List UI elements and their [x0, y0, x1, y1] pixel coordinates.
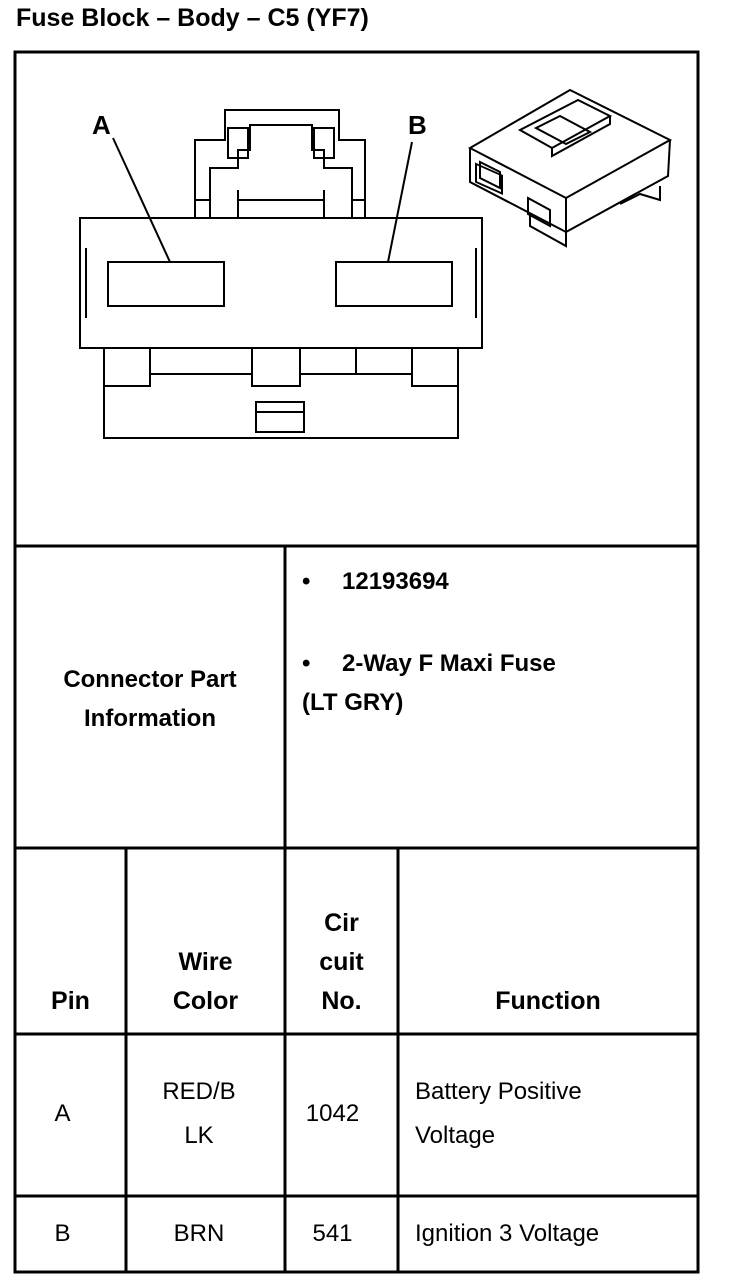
header-wire-color-line1: Wire	[178, 948, 233, 976]
leader-line-a	[112, 137, 171, 263]
header-circuit-line2: cuit	[319, 948, 364, 976]
row-a-circuit: 1042	[305, 1100, 360, 1127]
description-item: • 2-Way F Maxi Fuse (LT GRY)	[302, 644, 556, 722]
bullet-icon: •	[302, 650, 311, 677]
row-b-function: Ignition 3 Voltage	[415, 1220, 600, 1247]
row-a-function-line2: Voltage	[415, 1122, 496, 1149]
connector-info-label: Connector Part Information	[15, 660, 285, 738]
connector-base	[103, 347, 459, 439]
connector-isometric	[467, 88, 673, 248]
cavity-b	[335, 261, 453, 307]
description-line2: (LT GRY)	[302, 689, 404, 716]
row-a-wire-color-line2: LK	[184, 1122, 214, 1149]
header-function: Function	[495, 987, 601, 1015]
page-title: Fuse Block – Body – C5 (YF7)	[16, 4, 369, 32]
header-circuit: Cir cuit No.	[285, 904, 398, 1021]
description-line1: 2-Way F Maxi Fuse	[342, 650, 556, 677]
row-a-function: Battery Positive Voltage	[415, 1070, 695, 1158]
part-number-item: • 12193694	[302, 568, 449, 596]
row-b-pin: B	[54, 1220, 71, 1247]
row-a-wire-color-line1: RED/B	[162, 1078, 236, 1105]
row-b-circuit: 541	[312, 1220, 353, 1247]
row-b-wire-color: BRN	[173, 1220, 225, 1247]
connector-face	[79, 217, 483, 349]
header-pin: Pin	[51, 987, 90, 1015]
header-wire-color: Wire Color	[126, 943, 285, 1021]
bullet-icon: •	[302, 568, 311, 595]
part-number: 12193694	[342, 568, 449, 595]
connector-info-label-line2: Information	[84, 705, 216, 732]
diagram-label-a: A	[92, 110, 111, 140]
leader-line-b	[387, 141, 413, 263]
connector-info-label-line1: Connector Part	[63, 666, 237, 693]
row-a-function-line1: Battery Positive	[415, 1078, 582, 1105]
header-wire-color-line2: Color	[172, 987, 239, 1015]
connector-diagram	[79, 88, 673, 439]
header-circuit-line1: Cir	[324, 909, 359, 937]
row-a-pin: A	[54, 1100, 71, 1127]
cavity-a	[107, 261, 225, 307]
row-a-wire-color: RED/B LK	[126, 1070, 272, 1158]
header-circuit-line3: No.	[321, 987, 362, 1015]
diagram-label-b: B	[408, 110, 427, 140]
